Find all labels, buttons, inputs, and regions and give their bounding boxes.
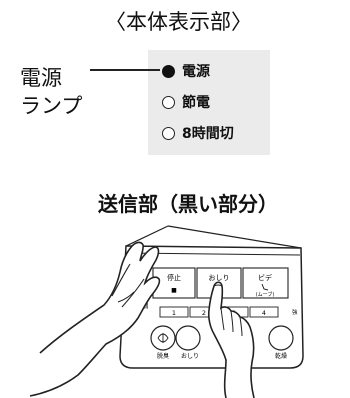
transmitter-pointer-left bbox=[125, 225, 169, 247]
stop-button bbox=[152, 267, 196, 299]
deodorize-label: 脱臭 bbox=[157, 352, 169, 360]
strength-level-4-label: 4 bbox=[262, 309, 266, 317]
bidet-button-label: ビデ bbox=[258, 273, 272, 282]
bidet-button-sub: (ムーブ) bbox=[256, 291, 275, 298]
callout-leader-line bbox=[90, 69, 160, 71]
strength-level-2-label: 2 bbox=[202, 309, 206, 317]
strength-level-4 bbox=[249, 306, 279, 318]
eight-hour-off-lamp-indicator bbox=[162, 126, 175, 140]
eight-hour-off-lamp-label: 8時間切 bbox=[182, 126, 234, 142]
right-hand-finger-line-2 bbox=[230, 310, 234, 333]
stop-button-symbol: ■ bbox=[171, 287, 177, 294]
left-hand bbox=[29, 241, 161, 397]
transmitter-title: 送信部（黒い部分） bbox=[98, 192, 278, 216]
left-hand-finger-line-1 bbox=[111, 263, 131, 297]
power-lamp-label: 電源 bbox=[182, 64, 210, 80]
transmitter-pointer-right bbox=[167, 225, 302, 249]
power-save-lamp-indicator bbox=[162, 95, 175, 109]
dry-round-button bbox=[268, 325, 294, 351]
bidet-button bbox=[242, 267, 289, 299]
right-hand-finger-line-1 bbox=[220, 307, 225, 331]
power-lamp-callout-text: 電源ランプ bbox=[20, 66, 83, 118]
power-lamp-callout-label: 電源ランプ bbox=[20, 64, 82, 120]
bidet-symbol-icon bbox=[261, 283, 269, 291]
main-unit-title: 〈本体表示部〉 bbox=[105, 10, 252, 34]
strength-level-1 bbox=[159, 306, 189, 318]
round-button-2-label: おしり bbox=[181, 353, 199, 360]
left-hand-knuckle-line bbox=[117, 291, 135, 303]
power-lamp-indicator bbox=[162, 64, 175, 78]
fan-icon bbox=[157, 333, 169, 343]
eight-hour-off-lamp-row: 8時間切 bbox=[162, 123, 234, 143]
strength-weak-label: 弱 bbox=[143, 303, 149, 310]
left-hand-finger-line-2 bbox=[121, 278, 145, 308]
strength-strong-label: 強 bbox=[292, 308, 298, 316]
dry-label: 乾燥 bbox=[275, 352, 287, 360]
power-save-lamp-label: 節電 bbox=[182, 95, 210, 111]
power-lamp-row: 電源 bbox=[162, 61, 210, 81]
power-save-lamp-row: 節電 bbox=[162, 92, 210, 112]
right-hand-fingernail bbox=[213, 284, 223, 287]
right-hand-finger-line-3 bbox=[239, 316, 243, 337]
strength-level-1-label: 1 bbox=[172, 309, 176, 317]
right-hand bbox=[207, 281, 255, 398]
stop-button-label: 停止 bbox=[167, 273, 181, 282]
round-button-2 bbox=[175, 325, 201, 351]
rear-wash-button-label: おしり bbox=[209, 274, 230, 282]
